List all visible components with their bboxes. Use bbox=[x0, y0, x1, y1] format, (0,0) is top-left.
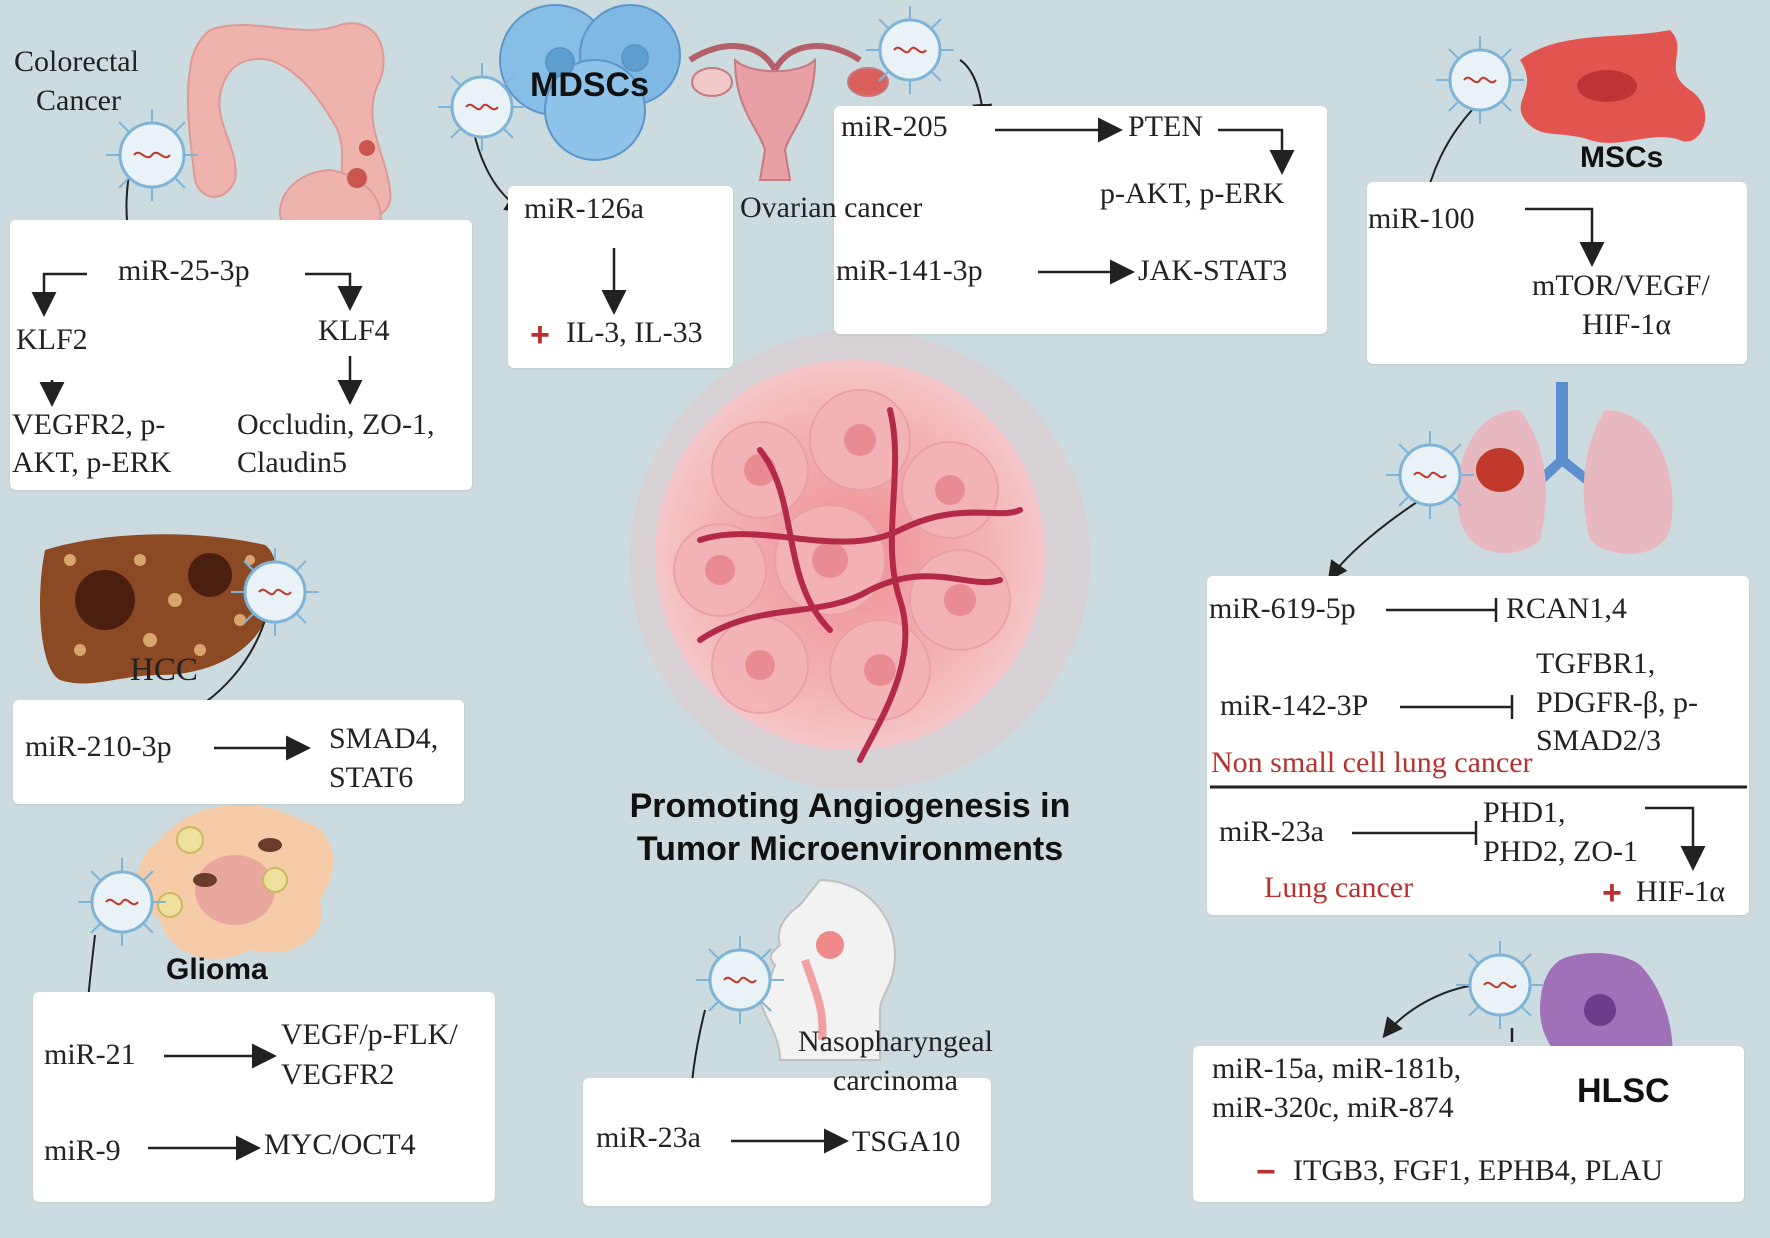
nasopharyngeal-mirna: miR-23a bbox=[596, 1121, 701, 1154]
lung-target-2a: TGFBR1, bbox=[1536, 647, 1656, 680]
hlsc-label: HLSC bbox=[1577, 1072, 1670, 1110]
ovarian-target-1: PTEN bbox=[1128, 110, 1203, 143]
glioma-mirna-2: miR-9 bbox=[44, 1134, 121, 1167]
colorectal-right-target-2: Claudin5 bbox=[237, 446, 347, 479]
lung-target-3c: HIF-1α bbox=[1636, 875, 1726, 908]
colorectal-mirna: miR-25-3p bbox=[118, 254, 250, 287]
mscs-target-1: mTOR/VEGF/ bbox=[1532, 269, 1710, 302]
nasopharyngeal-target: TSGA10 bbox=[852, 1125, 961, 1158]
mscs-label: MSCs bbox=[1580, 141, 1664, 174]
mdscs-sign: + bbox=[530, 316, 550, 354]
mdscs-target: IL-3, IL-33 bbox=[566, 316, 703, 349]
lung-mirna-2: miR-142-3P bbox=[1220, 689, 1369, 722]
colorectal-klf4: KLF4 bbox=[318, 314, 390, 347]
mdsc-cell-icon bbox=[499, 4, 681, 161]
hcc-mirna: miR-210-3p bbox=[25, 730, 172, 763]
nasopharyngeal-label-1: Nasopharyngeal bbox=[798, 1025, 993, 1058]
colorectal-klf2: KLF2 bbox=[16, 323, 88, 356]
hlsc-targets: ITGB3, FGF1, EPHB4, PLAU bbox=[1293, 1154, 1664, 1187]
blood-vessel-icon bbox=[697, 407, 1023, 763]
lung-target-1: RCAN1,4 bbox=[1506, 592, 1627, 625]
exosome-icon bbox=[78, 6, 1544, 1029]
glioma-cell-icon bbox=[137, 804, 334, 959]
tumor-cluster-icon bbox=[630, 330, 1090, 790]
ovarian-box bbox=[834, 106, 1327, 334]
lung-mirna-3: miR-23a bbox=[1219, 815, 1324, 848]
hcc-target-1: SMAD4, bbox=[329, 722, 439, 755]
ovarian-target-2: JAK-STAT3 bbox=[1138, 254, 1288, 287]
hlsc-box bbox=[1193, 1046, 1744, 1202]
lung-sign: + bbox=[1602, 874, 1622, 912]
liver-icon bbox=[40, 534, 277, 684]
ovarian-label: Ovarian cancer bbox=[740, 191, 923, 224]
msc-cell-icon bbox=[1520, 30, 1706, 143]
lung-box bbox=[1207, 576, 1749, 915]
glioma-mirna-1: miR-21 bbox=[44, 1038, 136, 1071]
colorectal-left-target-2: AKT, p-ERK bbox=[12, 446, 172, 479]
lung-cancer-label: Lung cancer bbox=[1264, 871, 1414, 904]
glioma-target-1b: VEGFR2 bbox=[281, 1058, 395, 1091]
main-title: Promoting Angiogenesis in Tumor Microenv… bbox=[560, 785, 1140, 870]
colorectal-left-target-1: VEGFR2, p- bbox=[12, 408, 166, 441]
mscs-box bbox=[1367, 182, 1747, 364]
colorectal-right-target-1: Occludin, ZO-1, bbox=[237, 408, 435, 441]
colorectal-label-1: Colorectal bbox=[14, 45, 139, 78]
mdscs-label: MDSCs bbox=[530, 66, 650, 104]
lung-mirna-1: miR-619-5p bbox=[1209, 592, 1356, 625]
glioma-target-2: MYC/OCT4 bbox=[264, 1128, 416, 1161]
hlsc-mirnas-2: miR-320c, miR-874 bbox=[1212, 1091, 1454, 1124]
lung-target-2c: SMAD2/3 bbox=[1536, 724, 1662, 757]
glioma-box bbox=[33, 992, 495, 1202]
mdscs-box bbox=[508, 186, 733, 368]
ovarian-mirna-2: miR-141-3p bbox=[836, 254, 983, 287]
glioma-label: Glioma bbox=[166, 953, 268, 986]
hlsc-sign: − bbox=[1256, 1153, 1276, 1191]
hcc-label: HCC bbox=[130, 652, 198, 688]
uterus-icon bbox=[688, 43, 889, 181]
nsclc-label: Non small cell lung cancer bbox=[1211, 746, 1533, 779]
colorectal-label-2: Cancer bbox=[36, 84, 121, 117]
lung-target-3a: PHD1, bbox=[1483, 796, 1566, 829]
colorectal-box bbox=[10, 220, 472, 490]
main-title-line-1: Promoting Angiogenesis in bbox=[629, 787, 1071, 825]
hcc-target-2: STAT6 bbox=[329, 761, 414, 794]
hlsc-mirnas-1: miR-15a, miR-181b, bbox=[1212, 1052, 1462, 1085]
head-icon bbox=[758, 878, 897, 1061]
lung-target-3b: PHD2, ZO-1 bbox=[1483, 835, 1638, 868]
nasopharyngeal-label-2: carcinoma bbox=[833, 1064, 958, 1097]
lung-icon bbox=[1457, 382, 1673, 554]
colon-tumor-icon bbox=[347, 140, 375, 188]
hcc-box bbox=[13, 700, 464, 804]
ovarian-mirna-1: miR-205 bbox=[841, 110, 948, 143]
main-title-line-2: Tumor Microenvironments bbox=[636, 829, 1064, 868]
mscs-target-2: HIF-1α bbox=[1582, 308, 1672, 341]
mdscs-mirna: miR-126a bbox=[524, 192, 644, 225]
lung-target-2b: PDGFR-β, p- bbox=[1536, 686, 1698, 719]
glioma-target-1a: VEGF/p-FLK/ bbox=[281, 1018, 458, 1051]
ovarian-target-1b: p-AKT, p-ERK bbox=[1100, 177, 1285, 210]
mscs-mirna: miR-100 bbox=[1368, 202, 1475, 235]
